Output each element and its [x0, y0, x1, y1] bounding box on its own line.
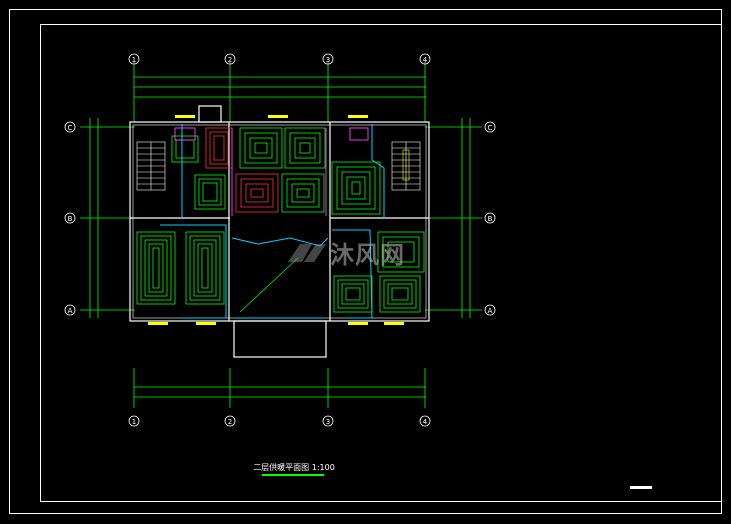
axis-bubbles-bottom [128, 415, 431, 427]
axis-label-col-4-bottom: 4 [423, 418, 428, 426]
balcony-outline [233, 320, 327, 358]
axis-label-row-c-right: C [488, 124, 493, 132]
axis-bubble-icon [64, 212, 76, 224]
axis-bubble-icon [322, 53, 334, 65]
inner-frame [40, 24, 722, 502]
heating-coil-icon [331, 161, 381, 215]
roof-vent-outline [198, 105, 222, 123]
heating-coil-icon [281, 173, 325, 213]
heating-coil-icon [194, 174, 226, 210]
axis-label-row-b-right: B [488, 215, 493, 223]
scale-bar-icon [630, 486, 652, 489]
axis-label-col-4: 4 [423, 56, 428, 64]
axis-label-col-2-bottom: 2 [228, 418, 232, 426]
supply-pipes [160, 124, 385, 319]
axis-bubble-icon [419, 415, 431, 427]
opening-tags [148, 115, 404, 325]
heating-coil-icon [284, 127, 326, 169]
heating-coil-icon [235, 173, 279, 213]
axis-label-col-1-bottom: 1 [132, 418, 136, 426]
heating-coil-icon [239, 127, 283, 169]
walls [129, 105, 430, 358]
axis-label-row-a: A [68, 307, 73, 315]
axis-bubbles-right [484, 121, 496, 316]
stair-icon [136, 141, 166, 191]
caption-underline [262, 474, 324, 476]
axis-label-col-2: 2 [228, 56, 232, 64]
axis-label-row-a-right: A [488, 307, 493, 315]
heating-coil-icon [379, 275, 421, 313]
axis-bubble-icon [64, 304, 76, 316]
stair-icon [391, 141, 421, 191]
axis-bubble-icon [419, 53, 431, 65]
axis-bubble-icon [484, 121, 496, 133]
axis-label-col-1: 1 [132, 56, 136, 64]
top-dimensions [133, 62, 426, 122]
axis-label-col-3-bottom: 3 [326, 418, 330, 426]
axis-bubble-icon [128, 53, 140, 65]
heating-coils [136, 127, 425, 313]
axis-bubble-icon [224, 53, 236, 65]
axis-bubble-icon [64, 121, 76, 133]
watermark-logo-icon [288, 244, 326, 262]
axis-bubble-icon [484, 212, 496, 224]
axis-label-row-c: C [68, 124, 73, 132]
heating-coil-icon [185, 231, 225, 305]
axis-bubble-icon [128, 415, 140, 427]
drawing-caption: 二层供暖平面图 1:100 [253, 463, 335, 472]
fixtures [174, 127, 369, 216]
axis-label-row-b: B [68, 215, 73, 223]
heating-coil-icon [333, 275, 373, 313]
right-dimensions [425, 118, 482, 318]
axis-bubble-icon [484, 304, 496, 316]
axis-bubble-icon [224, 415, 236, 427]
left-dimensions [80, 118, 135, 318]
heating-coil-icon [377, 231, 425, 273]
bottom-dimensions [133, 368, 426, 408]
axis-label-col-3: 3 [326, 56, 330, 64]
axis-bubbles-left [64, 121, 76, 316]
watermark-text: 沐风网 [330, 241, 405, 269]
axis-bubble-icon [322, 415, 334, 427]
axis-bubbles-top [128, 53, 431, 65]
leader-line [239, 257, 299, 313]
heating-coil-icon [136, 231, 176, 305]
heating-coil-icon [205, 127, 233, 169]
